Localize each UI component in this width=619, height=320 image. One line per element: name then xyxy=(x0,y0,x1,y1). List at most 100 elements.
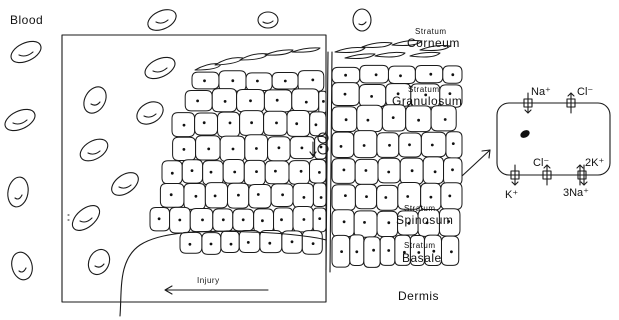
epidermal-cell xyxy=(205,183,227,208)
cell-nucleus xyxy=(276,99,279,102)
inset-arrow xyxy=(462,150,490,176)
3na-label: 3Na⁺ xyxy=(563,187,589,199)
cell-nucleus xyxy=(312,242,315,245)
cell-nucleus xyxy=(224,100,227,103)
red-blood-cell xyxy=(79,83,110,117)
cell-nucleus xyxy=(448,195,451,198)
cell-nucleus xyxy=(399,74,402,77)
cell-nucleus xyxy=(275,122,278,125)
svg-text:Basale: Basale xyxy=(402,251,442,265)
cell-nucleus xyxy=(320,146,323,149)
red-blood-cell xyxy=(2,105,39,135)
cell-nucleus xyxy=(303,196,306,199)
cell-nucleus xyxy=(408,143,411,146)
cell-nucleus xyxy=(406,195,409,198)
epidermal-cell xyxy=(180,232,202,253)
cell-nucleus xyxy=(237,194,240,197)
cell-nucleus xyxy=(261,219,264,222)
cell-nucleus xyxy=(355,250,358,253)
cell-nucleus xyxy=(301,147,304,150)
cell-nucleus xyxy=(365,169,368,172)
k-bottom-label: K⁺ xyxy=(505,189,518,201)
cell-nucleus xyxy=(295,122,298,125)
cell-nucleus xyxy=(201,219,204,222)
cell-nucleus xyxy=(210,171,213,174)
epidermal-cell xyxy=(221,231,239,253)
cell-nucleus xyxy=(250,121,253,124)
red-blood-cell xyxy=(258,12,278,28)
cell-nucleus xyxy=(387,221,390,224)
epidermal-cell xyxy=(354,211,377,237)
red-blood-cell xyxy=(9,250,36,282)
epidermal-cell xyxy=(218,112,240,137)
cell-nucleus xyxy=(207,148,210,151)
cell-nucleus xyxy=(340,250,343,253)
cell-nucleus xyxy=(305,101,308,104)
cell-nucleus xyxy=(322,100,325,103)
cell-nucleus xyxy=(255,147,258,150)
cell-nucleus xyxy=(344,74,347,77)
cell-nucleus xyxy=(232,148,235,151)
svg-text:Stratum: Stratum xyxy=(404,204,436,213)
red-blood-cell xyxy=(68,201,104,235)
cell-nucleus xyxy=(249,99,252,102)
epidermal-cell xyxy=(377,211,398,236)
cell-nucleus xyxy=(451,168,454,171)
cell-nucleus xyxy=(255,170,258,173)
cell-nucleus xyxy=(343,220,346,223)
epidermal-cell xyxy=(350,235,364,266)
epidermal-cell xyxy=(274,208,293,233)
injury-arrow xyxy=(165,286,268,294)
epidermal-cell xyxy=(203,161,224,185)
svg-text:Stratum: Stratum xyxy=(404,241,436,250)
cell-nucleus xyxy=(387,249,390,252)
cell-nucleus xyxy=(230,243,233,246)
red-blood-cell xyxy=(142,53,179,83)
epidermal-cell xyxy=(360,65,389,83)
epidermal-cell xyxy=(293,183,313,207)
epidermal-cell xyxy=(292,89,319,111)
epidermal-cell xyxy=(310,159,326,183)
cl-bottom-label: Cl⁻ xyxy=(533,157,549,169)
cell-nucleus xyxy=(451,73,454,76)
cell-nucleus xyxy=(203,121,206,124)
cell-nucleus xyxy=(274,170,277,173)
epidermal-cell xyxy=(332,132,354,157)
epidermal-cell xyxy=(415,66,442,83)
cell-nucleus xyxy=(429,73,432,76)
cell-nucleus xyxy=(291,240,294,243)
cell-nucleus xyxy=(388,144,391,147)
epidermal-cell xyxy=(239,231,260,253)
epidermal-cell xyxy=(421,132,446,157)
epidermal-cell xyxy=(446,132,462,158)
epidermal-cell xyxy=(441,236,458,265)
red-blood-cell xyxy=(145,6,180,35)
cell-nucleus xyxy=(370,95,373,98)
inset-cell: Na⁺ Cl⁻ K⁺ Cl⁻ 2K⁺ 3Na⁺ xyxy=(497,86,610,201)
epidermal-cell xyxy=(431,106,456,131)
cell-nucleus xyxy=(303,218,306,221)
cell-nucleus xyxy=(195,195,198,198)
cell-nucleus xyxy=(363,221,366,224)
epidermal-cell xyxy=(444,158,462,185)
cell-nucleus xyxy=(284,80,287,83)
red-blood-cell xyxy=(8,37,45,67)
injury-label: Injury xyxy=(197,276,220,285)
cell-nucleus xyxy=(363,144,366,147)
epidermal-cell xyxy=(265,161,289,184)
epidermal-cell xyxy=(377,185,398,210)
cell-nucleus xyxy=(281,193,284,196)
cell-nucleus xyxy=(384,196,387,199)
cell-nucleus xyxy=(315,123,318,126)
cell-nucleus xyxy=(231,79,234,82)
epidermal-cell xyxy=(298,71,324,92)
cell-nucleus xyxy=(222,218,225,221)
2k-label: 2K⁺ xyxy=(585,157,604,169)
cell-nucleus xyxy=(365,195,368,198)
dermis-label: Dermis xyxy=(398,289,439,303)
cell-nucleus xyxy=(203,79,206,82)
cell-nucleus xyxy=(183,124,186,127)
epidermal-cell xyxy=(423,157,443,184)
svg-text:Stratum: Stratum xyxy=(415,27,447,36)
cell-nucleus xyxy=(340,145,343,148)
